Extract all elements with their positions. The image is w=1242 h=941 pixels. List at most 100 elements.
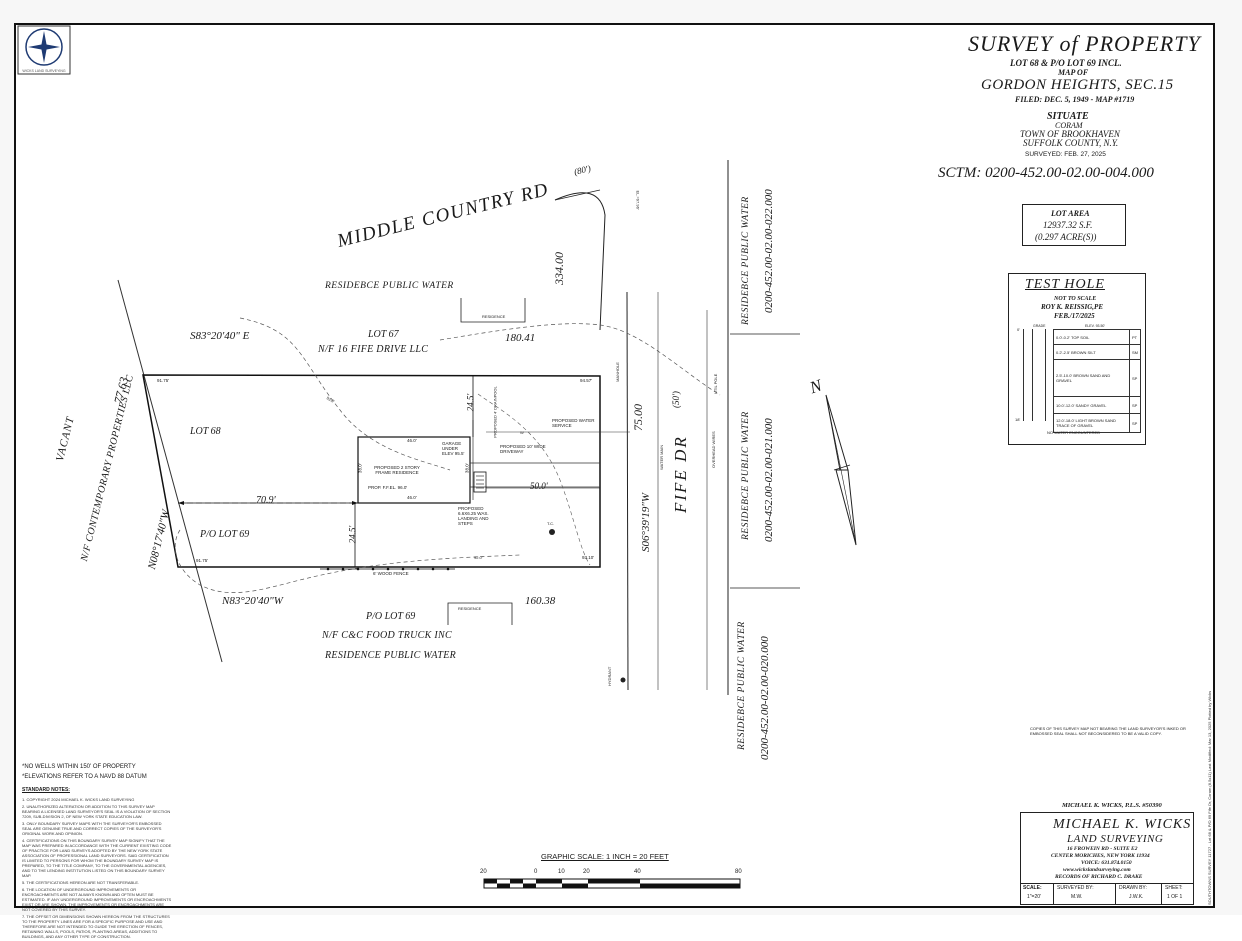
scale-tick: 0 [534, 869, 538, 875]
label-sctm-right-mid: 0200-452.00-02.00-021.000 [763, 418, 775, 542]
title-subdivision: GORDON HEIGHTS, SEC.15 [981, 77, 1174, 93]
label-house-ff: PROP. F.F.EL. 96.0' [368, 485, 408, 490]
dim-24-5-top: 24.5' [465, 393, 476, 412]
dim-70-9: 70.9' [256, 495, 276, 506]
label-bearing-east: S06°39'19"W [640, 492, 652, 552]
label-fife-width: (50') [671, 391, 681, 408]
title-hamlet: CORAM [1055, 121, 1083, 130]
label-res-bottom: RESIDENCE PUBLIC WATER [325, 650, 457, 661]
label-po-lot69-b: P/O LOT 69 [366, 611, 416, 622]
surveyor-address2: CENTER MORICHES, NEW YORK 11934 [1051, 853, 1150, 859]
title-county: SUFFOLK COUNTY, N.Y. [1023, 138, 1119, 148]
label-res-right-bot: RESIDEBCE PUBLIC WATER [737, 621, 747, 750]
lot-area-box: LOT AREA 12937.32 S.F. (0.297 ACRE(S)) [1022, 204, 1126, 246]
sheet-value: 1 OF 1 [1167, 894, 1183, 900]
test-hole-elev: ELEV. 93.50' [1085, 324, 1106, 328]
surveyor-address1: 16 FROWEIN RD - SUITE E2 [1067, 846, 1138, 852]
surveyed-by-value: M.W. [1071, 894, 1083, 900]
surveyor-web: www.wickslandsurveying.com [1063, 867, 1131, 873]
surveyor-name: MICHAEL K. WICKS [1053, 817, 1192, 832]
graphic-scale-label: GRAPHIC SCALE: 1 INCH = 20 FEET [541, 852, 669, 861]
sheet-label: SHEET: [1165, 885, 1183, 891]
sctm-number: SCTM: 0200-452.00-02.00-004.000 [938, 165, 1154, 181]
label-overhead: OVERHEAD WIRES [711, 431, 716, 468]
scale-tick: 10 [558, 869, 565, 875]
graphic-scale-bar [483, 878, 741, 889]
scale-tick: 20 [480, 869, 487, 875]
test-hole-grade: GRADE [1033, 324, 1046, 328]
standard-notes-title: STANDARD NOTES: [22, 787, 70, 793]
label-dist-south: 160.38 [525, 595, 556, 607]
label-leach: PROPOSED 4' DRAINPOOL [492, 386, 498, 438]
label-landing: PROPOSED 6.6X6.25 WAS. LANDING AND STEPS [458, 506, 489, 526]
label-po-lot69: P/O LOT 69 [200, 529, 250, 540]
dim-46-top: 46.0' [407, 438, 417, 443]
scale-tick: 20 [583, 869, 590, 875]
dim-38-right: 38.0' [464, 463, 470, 474]
svg-text:W: W [520, 430, 524, 435]
dim-46-bot: 46.0' [407, 495, 417, 500]
label-water-service: PROPOSED WATER SERVICE [552, 418, 595, 428]
dim-50: 50.0' [530, 481, 548, 491]
surveyor-records: RECORDS OF RICHARD C. DRAKE [1055, 874, 1143, 880]
elev-sw: 91.75' [196, 558, 209, 563]
road-curb-line [554, 192, 606, 331]
logo-text: WICKS LAND SURVEYING [22, 69, 66, 73]
dim-38-left: 38.0' [357, 463, 363, 474]
lot-area-acre: (0.297 ACRE(S)) [1035, 232, 1097, 242]
surveyor-block: MICHAEL K. WICKS LAND SURVEYING 16 FROWE… [1020, 812, 1194, 905]
label-water-main: WATER MAIN [659, 444, 664, 470]
side-file-note: SOUTHTOWNS SURVEY 11727 - Lot 68 & P/O 6… [1207, 690, 1212, 905]
title-map-of: MAP OF [1058, 68, 1089, 77]
copies-note: COPIES OF THIS SURVEY MAP NOT BEARING TH… [1030, 726, 1186, 736]
label-res-top: RESIDEBCE PUBLIC WATER [325, 281, 454, 291]
dim-24-5-bot: 24.5' [347, 525, 358, 544]
label-lot68: LOT 68 [190, 426, 221, 437]
surveyed-by-label: SURVEYED BY: [1057, 885, 1094, 891]
test-hole-bottom-depth: 18' [1015, 417, 1021, 422]
test-hole-box: TEST HOLE NOT TO SCALE ROY K. REISSIG,PE… [1008, 273, 1146, 445]
label-tc: T.C. [547, 521, 555, 526]
title-lots: LOT 68 & P/O LOT 69 INCL. [1010, 58, 1122, 68]
standard-notes-list: 1. COPYRIGHT 2024 MICHAEL K. WICKS LAND … [22, 797, 172, 939]
label-food-truck: N/F C&C FOOD TRUCK INC [322, 630, 452, 641]
test-hole-engineer: ROY K. REISSIG,PE [1041, 303, 1103, 311]
label-el: EL.=97.96' [635, 190, 641, 210]
label-dist-334: 334.00 [552, 252, 566, 285]
proposed-house [357, 436, 471, 504]
label-residence-top: RESIDENCE [482, 314, 506, 319]
label-lot67: LOT 67 [368, 329, 399, 340]
label-dist-north: 180.41 [505, 332, 536, 344]
drawing-border [14, 23, 1215, 908]
west-row-line [117, 279, 223, 663]
drawn-by-label: DRAWN BY: [1119, 885, 1147, 891]
label-sctm-right-top: 0200-452.00-02.00-022.000 [763, 189, 775, 313]
scale-tick: 40 [634, 869, 641, 875]
title-surveyed-date: SURVEYED: FEB. 27, 2025 [1025, 151, 1106, 158]
title-town: TOWN OF BROOKHAVEN [1020, 129, 1120, 139]
note-elevations: *ELEVATIONS REFER TO A NAVD 88 DATUM [22, 774, 147, 780]
label-dist-east: 75.00 [631, 404, 645, 431]
drawn-by-value: J.W.K. [1129, 894, 1144, 900]
lot-area-sf: 12937.32 S.F. [1043, 220, 1093, 230]
test-hole-top-depth: 0' [1017, 327, 1020, 332]
survey-title: SURVEY of PROPERTY [968, 31, 1201, 56]
label-res-right-mid: RESIDEBCE PUBLIC WATER [741, 411, 751, 540]
label-bearing-north: S83°20'40" E [190, 330, 250, 342]
test-hole-note: NO WATER ENCOUNTERED [1047, 430, 1101, 435]
label-hydrant: HYDRANT [607, 666, 612, 686]
compass-logo: WICKS LAND SURVEYING [17, 25, 71, 75]
test-hole-date: FEB./17/2025 [1054, 312, 1095, 320]
label-manhole: MANHOLE [614, 362, 620, 382]
label-bearing-south: N83°20'40"W [222, 595, 283, 607]
lot-boundary [142, 374, 601, 568]
scale-tick: 80 [735, 869, 742, 875]
label-garage: GARAGE UNDER ELEV 95.5' [442, 441, 465, 456]
label-res-right-top: RESIDEBCE PUBLIC WATER [741, 196, 751, 325]
label-residence-bot: RESIDENCE [458, 606, 482, 611]
surveyor-voice: VOICE: 631.874.0150 [1081, 860, 1132, 866]
title-situate: SITUATE [1047, 111, 1089, 122]
elev-ne: 94.57' [580, 378, 593, 383]
label-contour-92: 92.0' [474, 555, 483, 560]
